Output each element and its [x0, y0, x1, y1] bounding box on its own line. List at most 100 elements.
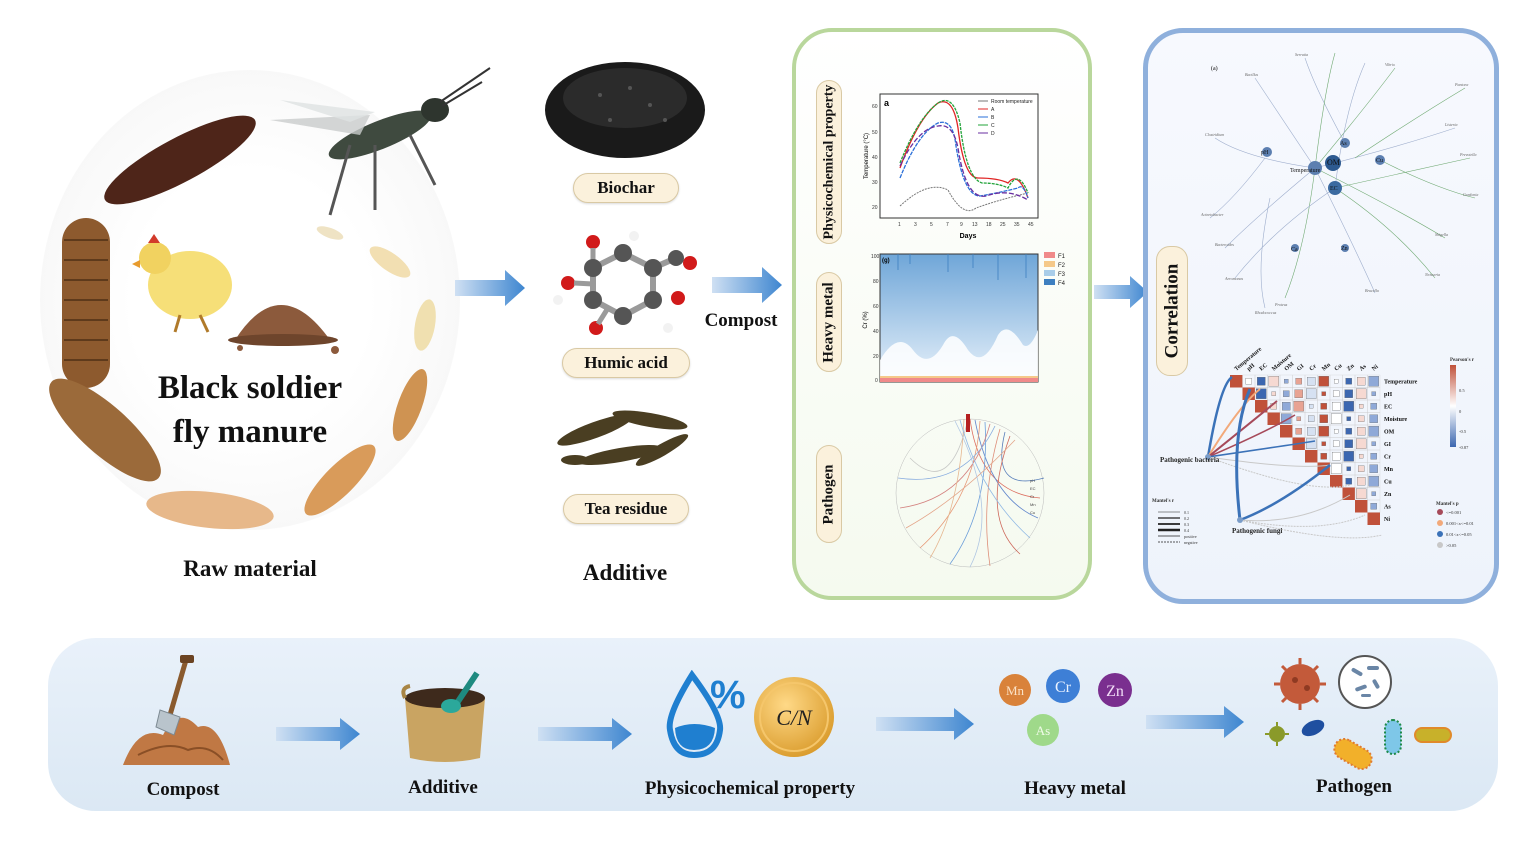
rod-bacterium-icon — [1384, 719, 1402, 755]
raw-material-title: Black soldier fly manure — [120, 366, 380, 454]
mantel-r-item-1: 0.2 — [1184, 516, 1189, 521]
heatmap-cell — [1320, 403, 1327, 410]
metal-badge-as — [1027, 714, 1059, 746]
larva-icon — [49, 378, 161, 482]
network-hub-ca: Ca — [1291, 247, 1298, 253]
mantel-r-item-5: negative — [1184, 540, 1198, 545]
temp-legend-4: D — [991, 131, 995, 137]
heatmap-row-label: Zn — [1384, 492, 1392, 498]
mantel-r-item-4: positive — [1184, 534, 1197, 539]
virus-icon — [1274, 658, 1326, 710]
mantel-p-title: Mantel's p — [1436, 502, 1459, 507]
raw-material-title-line2: fly manure — [172, 414, 328, 450]
heatmap-cell — [1255, 400, 1268, 413]
heatmap-cell — [1370, 403, 1377, 410]
heatmap-cell — [1284, 379, 1289, 384]
heatmap-row-label: pH — [1384, 392, 1392, 398]
svg-text:%: % — [710, 673, 746, 717]
additive-humic-acid-label: Humic acid — [562, 348, 690, 378]
svg-text:Prevotella: Prevotella — [1459, 152, 1477, 157]
svg-text:Proteus: Proteus — [1274, 302, 1288, 307]
manure-pile-icon — [228, 305, 339, 354]
svg-text:Cr: Cr — [1030, 494, 1035, 499]
heatmap-cell — [1345, 378, 1352, 385]
svg-text:20: 20 — [872, 205, 878, 211]
heatmap-cell — [1294, 389, 1303, 398]
arrow-right-icon — [276, 718, 360, 750]
arrow-right-icon — [538, 718, 632, 750]
svg-text:Pantoea: Pantoea — [1454, 82, 1468, 87]
heatmap-cell — [1333, 390, 1340, 397]
svg-text:Cu: Cu — [1030, 510, 1035, 515]
temperature-chart-ylabel: Temperature (°C) — [864, 133, 870, 179]
metal-badge-cr-label: Cr — [1055, 679, 1072, 696]
heatmap-cell — [1356, 388, 1367, 399]
heatmap-cell — [1305, 450, 1318, 463]
svg-text:Neisseria: Neisseria — [1424, 272, 1440, 277]
svg-text:20: 20 — [873, 354, 879, 360]
heatmap-cell — [1333, 440, 1340, 447]
heatmap-cell — [1332, 402, 1341, 411]
temp-legend-3: C — [991, 123, 995, 129]
heatmap-cell — [1358, 465, 1365, 472]
section-label-text: Physicochemical property — [821, 84, 837, 240]
svg-text:80: 80 — [873, 279, 879, 285]
heatmap-cell — [1295, 378, 1302, 385]
svg-text:Clostridium: Clostridium — [1205, 132, 1224, 137]
heatmap-row-label: EC — [1384, 404, 1392, 410]
heatmap-cell — [1357, 477, 1366, 486]
moisture-drop-icon: % — [666, 670, 746, 759]
heatmap-cell — [1345, 478, 1352, 485]
heatmap-cell — [1370, 453, 1377, 460]
svg-text:Bacillus: Bacillus — [1245, 72, 1259, 77]
heatmap-cell — [1356, 488, 1367, 499]
heatmap-col-label: As — [1359, 363, 1368, 372]
heatmap-cell — [1346, 416, 1351, 421]
heatmap-cell — [1357, 427, 1366, 436]
heatmap-row-label: Ni — [1384, 517, 1390, 523]
life-cycle-illustration — [49, 67, 491, 530]
heatmap-cell — [1331, 413, 1342, 424]
node-pathogenic-bacteria: Pathogenic bacteria — [1160, 456, 1220, 464]
heatmap-cell — [1359, 404, 1364, 409]
heatmap-cell — [1344, 389, 1353, 398]
svg-text:0: 0 — [875, 378, 878, 384]
raw-material-caption: Raw material — [183, 556, 317, 581]
heatmap-cell — [1319, 414, 1328, 423]
svg-text:EC: EC — [1030, 486, 1036, 491]
heatmap-row-label: Moisture — [1384, 417, 1408, 423]
arrow-right-icon — [876, 708, 974, 740]
larva-icon — [146, 490, 274, 530]
heatmap-col-label: Cu — [1334, 363, 1344, 373]
heatmap-cell — [1367, 512, 1380, 525]
network-hub-om: OM — [1327, 158, 1340, 167]
temp-legend-1: A — [991, 107, 995, 113]
mantel-p-item-1: 0.001<x<=0.01 — [1446, 521, 1474, 526]
cn-ratio-label: C/N — [776, 705, 813, 730]
correlation-network-graph: (a) BacillusClostridiumBacteroidesProteu… — [1200, 52, 1478, 315]
mantel-r-item-2: 0.3 — [1184, 522, 1189, 527]
compost-shovel-icon — [123, 655, 230, 765]
heatmap-cell — [1320, 453, 1327, 460]
section-label-physicochemical: Physicochemical property — [816, 80, 842, 244]
black-soldier-fly-icon — [270, 67, 491, 216]
heatmap-cell — [1296, 416, 1301, 421]
heatmap-cell — [1282, 402, 1291, 411]
heatmap-col-label: EC — [1259, 363, 1269, 373]
svg-text:7: 7 — [946, 222, 949, 228]
heatmap-col-label: pH — [1246, 363, 1256, 373]
heatmap-cell — [1245, 378, 1252, 385]
svg-text:3: 3 — [914, 222, 917, 228]
additive-caption: Additive — [582, 560, 668, 585]
additive-sack-icon — [401, 671, 485, 762]
pupa-icon — [104, 115, 256, 205]
mantel-r-item-0: 0.1 — [1184, 510, 1189, 515]
heatmap-cell — [1306, 388, 1317, 399]
heatmap-cell — [1368, 426, 1379, 437]
svg-text:35: 35 — [1014, 222, 1020, 228]
tea-residue-icon — [557, 410, 689, 466]
heavy-metal-chart-ylabel: Cr (%) — [863, 311, 869, 328]
svg-text:60: 60 — [872, 104, 878, 110]
heatmap-row-label: Temperature — [1384, 379, 1418, 385]
